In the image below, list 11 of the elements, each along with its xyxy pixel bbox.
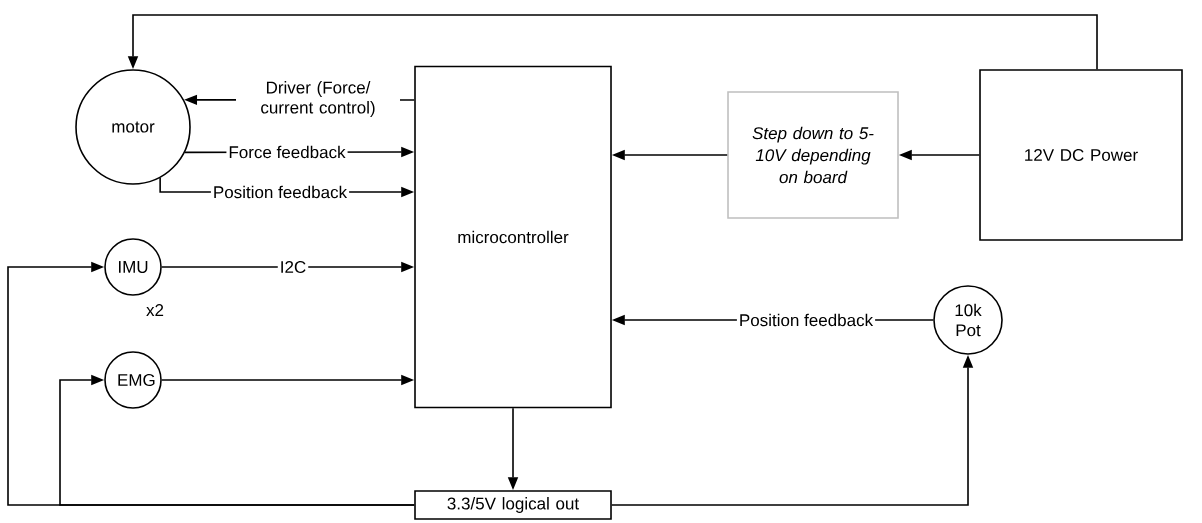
power-box: 12V DC Power [979,69,1183,241]
arrow [59,374,415,506]
edge-label: Position feedback [736,311,876,329]
edge-label: Driver (Force/ current control) [236,79,400,119]
output-box: 3.3/5V logical out [414,490,612,520]
caption-text: x2 [146,304,164,316]
edge-label: Force feedback [226,143,348,161]
edge-label: I2C [277,259,309,275]
controller-box: microcontroller [414,65,612,409]
edge-label: Position feedback [210,183,350,201]
step-down-box: Step down to 5-10V depending on board [727,91,899,219]
